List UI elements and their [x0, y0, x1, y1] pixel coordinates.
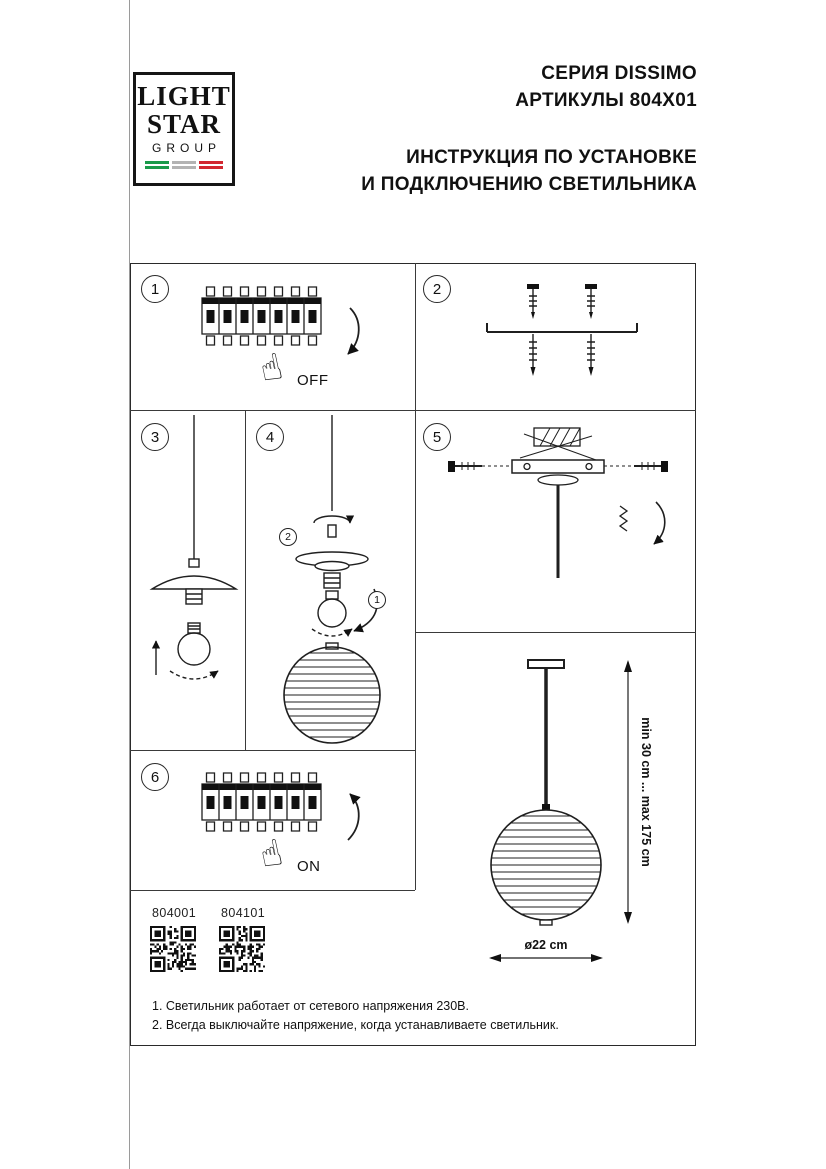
mounting-bracket-drawing	[486, 284, 638, 376]
on-label: ON	[297, 858, 321, 875]
qr-code-804001	[150, 926, 196, 972]
lamp-dimensions-drawing: min 30 cm ... max 175 cm ø22 cm	[489, 659, 653, 962]
step-6-badge: 6	[141, 763, 169, 791]
off-label: OFF	[297, 372, 329, 389]
step-2-badge: 2	[423, 275, 451, 303]
divider	[130, 410, 696, 411]
article-code-right: 804101	[221, 906, 266, 920]
pointing-hand-icon: ☝	[256, 832, 286, 873]
step-1-badge: 1	[141, 275, 169, 303]
callout-step2-badge: 2	[279, 528, 297, 546]
instruction-title-line2: И ПОДКЛЮЧЕНИЮ СВЕТИЛЬНИКА	[361, 174, 697, 195]
height-range-label: min 30 cm ... max 175 cm	[639, 717, 653, 866]
divider	[130, 750, 415, 751]
header-instruction-block: ИНСТРУКЦИЯ ПО УСТАНОВКЕ И ПОДКЛЮЧЕНИЮ СВ…	[361, 144, 697, 198]
instruction-title-line1: ИНСТРУКЦИЯ ПО УСТАНОВКЕ	[406, 147, 697, 168]
article-code-left: 804001	[152, 906, 197, 920]
qr-code-804101	[219, 926, 265, 972]
step-3-badge: 3	[141, 423, 169, 451]
logo-word-group: GROUP	[151, 141, 221, 155]
divider	[415, 263, 416, 890]
pendant-shade-bulb-drawing	[149, 415, 239, 680]
divider	[415, 632, 696, 633]
articles-title: АРТИКУЛЫ 804X01	[515, 90, 697, 111]
logo-word-star: STAR	[146, 109, 222, 139]
circuit-breaker-off-drawing: ☝	[201, 286, 360, 387]
pointing-hand-icon: ☝	[256, 346, 286, 387]
panel-grid-border	[130, 263, 696, 1046]
step-4-badge: 4	[256, 423, 284, 451]
safety-notes: 1. Светильник работает от сетевого напря…	[152, 997, 559, 1035]
ceiling-mount-drawing	[448, 427, 668, 578]
page-fold-line	[129, 0, 130, 1169]
callout-step1-badge: 1	[368, 591, 386, 609]
italian-flag-stripes	[136, 161, 232, 169]
circuit-breaker-on-drawing: ☝	[201, 772, 361, 873]
brand-logo: LIGHT STAR GROUP	[133, 72, 235, 186]
header-series-block: СЕРИЯ DISSIMO АРТИКУЛЫ 804X01	[515, 60, 697, 114]
globe-assembly-drawing	[283, 415, 381, 744]
logo-word-light: LIGHT	[137, 81, 231, 111]
divider	[130, 890, 415, 891]
note-line-1: 1. Светильник работает от сетевого напря…	[152, 999, 469, 1013]
diameter-label: ø22 cm	[524, 938, 567, 952]
divider	[245, 410, 246, 750]
note-line-2: 2. Всегда выключайте напряжение, когда у…	[152, 1018, 559, 1032]
step-5-badge: 5	[423, 423, 451, 451]
series-title: СЕРИЯ DISSIMO	[541, 63, 697, 84]
